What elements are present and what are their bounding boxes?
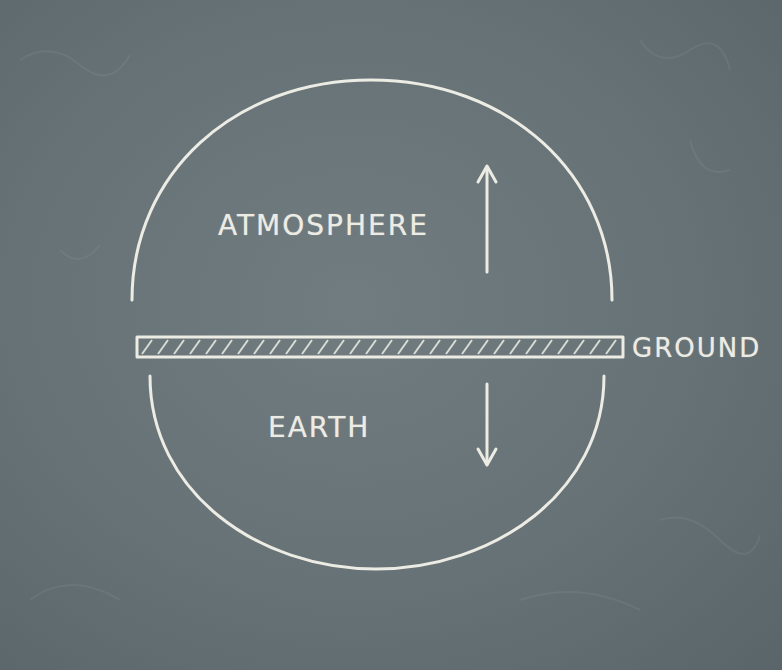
chalk-smudge bbox=[690, 140, 730, 172]
hatch-stroke bbox=[542, 340, 552, 354]
region-label: ATMOSPHERE bbox=[218, 212, 429, 240]
hatch-stroke bbox=[158, 340, 168, 354]
hatch-stroke bbox=[286, 340, 296, 354]
hatch-stroke bbox=[302, 340, 312, 354]
hatch-stroke bbox=[190, 340, 200, 354]
hatch-stroke bbox=[430, 340, 440, 354]
atmosphere-region: ATMOSPHERE bbox=[130, 78, 614, 302]
earth-region-outline bbox=[148, 372, 606, 572]
hatch-stroke bbox=[510, 340, 520, 354]
region-label: EARTH bbox=[268, 414, 370, 442]
hatch-stroke bbox=[254, 340, 264, 354]
chalk-smudge bbox=[520, 592, 640, 610]
ground-label: GROUND bbox=[632, 335, 761, 361]
hatch-stroke bbox=[382, 340, 392, 354]
hatch-stroke bbox=[478, 340, 488, 354]
chalk-outline bbox=[132, 80, 612, 300]
atmosphere-region-outline bbox=[130, 78, 614, 302]
hatch-stroke bbox=[446, 340, 456, 354]
hatch-stroke bbox=[526, 340, 536, 354]
hatch-stroke bbox=[238, 340, 248, 354]
hatch-stroke bbox=[606, 340, 616, 354]
hatch-stroke bbox=[270, 340, 280, 354]
chalk-smudge bbox=[660, 518, 760, 554]
hatch-stroke bbox=[366, 340, 376, 354]
up-arrow-shaft bbox=[486, 167, 489, 272]
earth-region: EARTH bbox=[148, 372, 606, 572]
down-arrow-shaft bbox=[486, 384, 489, 464]
chalk-smudge bbox=[60, 245, 100, 259]
hatch-stroke bbox=[142, 340, 152, 354]
hatch-stroke bbox=[590, 340, 600, 354]
hatch-stroke bbox=[414, 340, 424, 354]
ground-band: GROUND bbox=[136, 336, 624, 358]
hatch-stroke bbox=[398, 340, 408, 354]
chalk-arrows bbox=[478, 166, 496, 465]
hatch-stroke bbox=[318, 340, 328, 354]
hatch-stroke bbox=[206, 340, 216, 354]
chalk-outline bbox=[137, 337, 623, 357]
chalk-outline bbox=[150, 376, 604, 569]
up-arrow-head bbox=[478, 166, 496, 182]
chalk-smudge bbox=[20, 51, 130, 75]
down-arrow-head bbox=[478, 449, 496, 465]
hatch-stroke bbox=[334, 340, 344, 354]
hatch-stroke bbox=[574, 340, 584, 354]
hatch-stroke bbox=[222, 340, 232, 354]
hatch-stroke bbox=[350, 340, 360, 354]
chalk-smudge bbox=[640, 40, 730, 70]
chalk-smudge bbox=[30, 585, 120, 600]
hatch-stroke bbox=[558, 340, 568, 354]
hatch-stroke bbox=[494, 340, 504, 354]
chalk-smudges bbox=[20, 40, 760, 610]
hatch-stroke bbox=[174, 340, 184, 354]
ground-band-outline bbox=[136, 336, 624, 358]
hatch-stroke bbox=[462, 340, 472, 354]
